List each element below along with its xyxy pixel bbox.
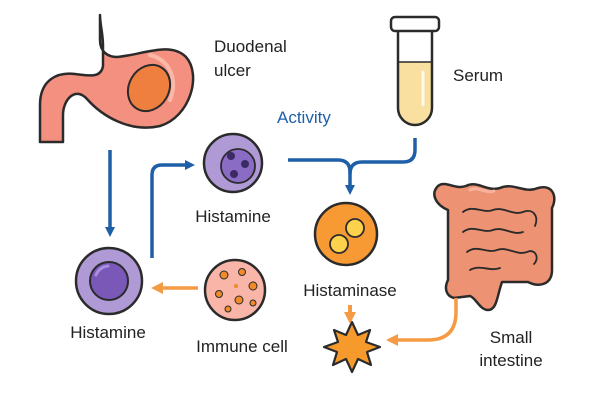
small-intestine-icon (433, 182, 556, 312)
ulcer-lesion-icon (126, 63, 172, 113)
histamine-cell-left (74, 246, 144, 316)
label-small-intestine-line2: intestine (479, 351, 543, 370)
arrow-intestine-to-burst (386, 298, 458, 346)
histamine-cell-top (202, 132, 264, 194)
label-activity: Activity (277, 108, 331, 127)
label-small-intestine-line1: Small (489, 328, 533, 347)
burst-star-icon (322, 320, 382, 374)
arrow-histamine-to-histamine-top (150, 160, 195, 258)
arrow-histamine-to-histaminase (288, 158, 355, 195)
test-tube-icon (389, 15, 441, 127)
label-histamine-left: Histamine (70, 323, 146, 342)
label-duodenal-ulcer-line2: ulcer (214, 61, 251, 80)
label-histaminase: Histaminase (303, 281, 397, 300)
label-immune-cell: Immune cell (196, 337, 288, 356)
immune-cell-icon (203, 258, 267, 322)
label-serum: Serum (453, 66, 504, 85)
arrow-serum-to-histaminase (348, 138, 417, 175)
label-histamine-top: Histamine (195, 207, 271, 226)
histaminase-icon (313, 201, 379, 267)
label-duodenal-ulcer-line1: Duodenal (214, 37, 287, 56)
stomach-icon (38, 13, 195, 144)
